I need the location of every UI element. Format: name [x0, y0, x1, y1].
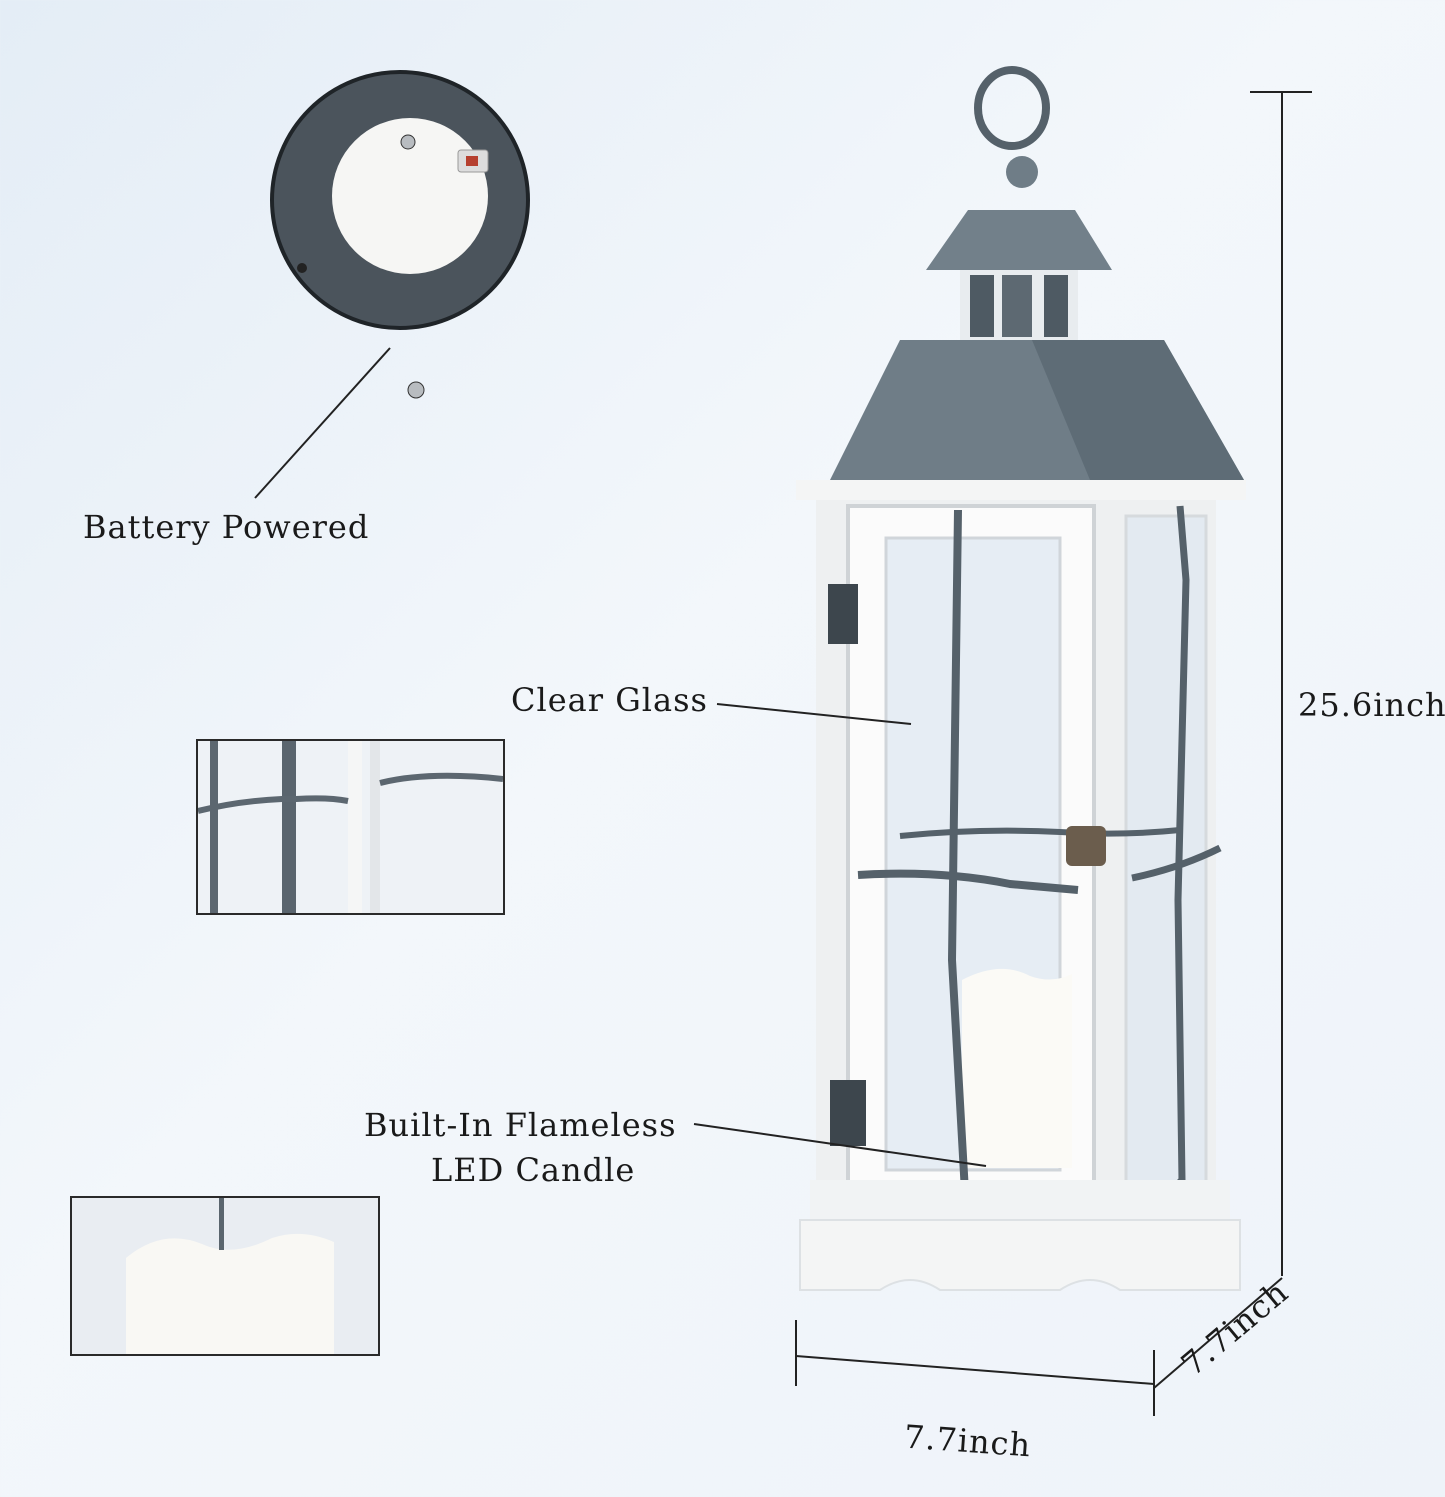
lantern-illustration — [796, 66, 1246, 1291]
screw-icon — [400, 134, 416, 150]
led-candle — [962, 968, 1072, 1168]
height-label: 25.6inch — [1298, 686, 1445, 724]
depth-dimension-line — [1153, 1277, 1283, 1389]
hanging-ring — [974, 66, 1050, 150]
battery-powered-label: Battery Powered — [83, 508, 370, 546]
screw-icon — [407, 381, 425, 399]
led-candle-label-line1: Built-In Flameless — [364, 1106, 677, 1144]
clear-glass-label: Clear Glass — [511, 681, 708, 719]
candle-leader-line — [693, 1123, 987, 1167]
battery-leader-line — [254, 347, 391, 499]
door-latch — [1066, 826, 1106, 866]
battery-cover — [332, 118, 488, 274]
width-dimension-line — [795, 1320, 1155, 1416]
width-label: 7.7inch — [902, 1417, 1033, 1465]
glass-leader-line — [716, 703, 912, 725]
screw-icon — [297, 263, 307, 273]
lantern-base — [799, 1219, 1241, 1291]
led-candle-label-line2: LED Candle — [431, 1151, 636, 1189]
battery-compartment-closeup — [270, 70, 530, 399]
height-dimension-line — [1250, 91, 1312, 1276]
glass-closeup-inset — [196, 739, 505, 915]
hinge-top — [828, 584, 858, 644]
candle-closeup-inset — [70, 1196, 380, 1356]
hinge-bottom — [830, 1080, 866, 1146]
